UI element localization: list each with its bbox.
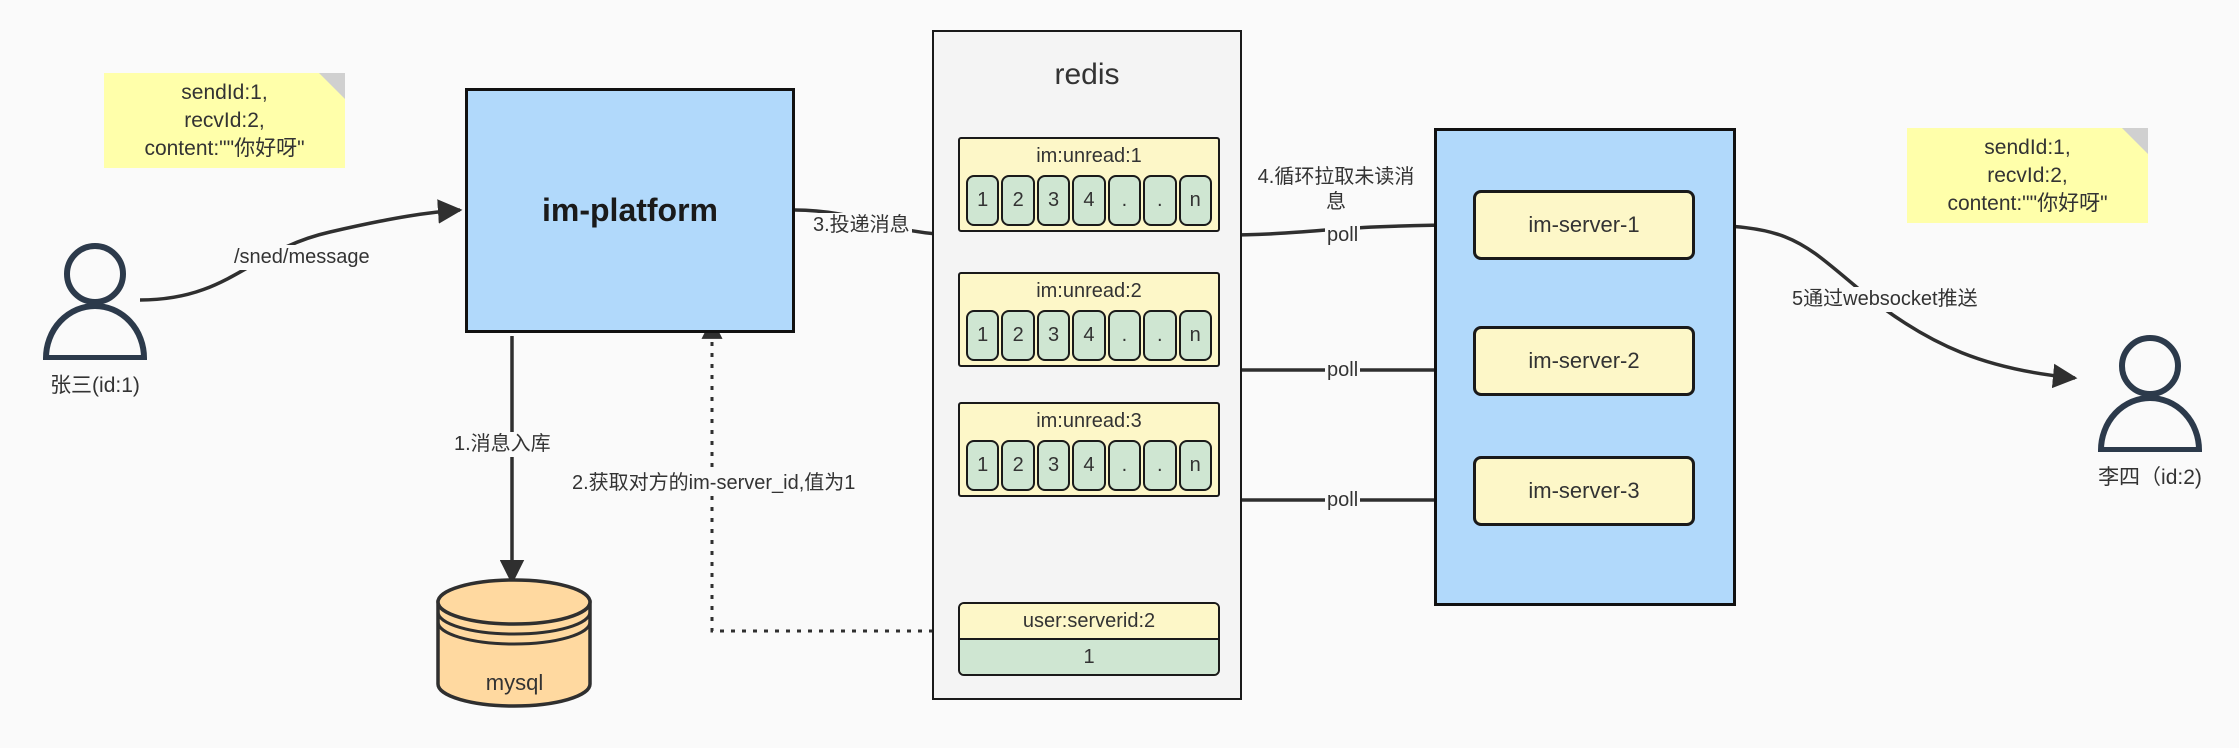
note-fold-icon bbox=[2122, 128, 2148, 154]
redis-queue-1-cells: 1 2 3 4 . . n bbox=[966, 175, 1212, 226]
im-server-3-node[interactable]: im-server-3 bbox=[1473, 456, 1695, 526]
database-cylinder-icon bbox=[436, 578, 592, 708]
actor-receiver: 李四（id:2) bbox=[2085, 330, 2215, 491]
queue-cell: n bbox=[1178, 175, 1212, 226]
redis-user-serverid[interactable]: user:serverid:2 1 bbox=[958, 602, 1220, 676]
queue-cell: 4 bbox=[1072, 310, 1106, 361]
im-server-2-node[interactable]: im-server-2 bbox=[1473, 326, 1695, 396]
im-platform-box[interactable]: im-platform bbox=[465, 88, 795, 333]
note-left: sendId:1, recvId:2, content:""你好呀" bbox=[104, 73, 345, 168]
note-fold-icon bbox=[319, 73, 345, 99]
edge-label-poll-3: poll bbox=[1325, 488, 1361, 513]
mysql-label: mysql bbox=[485, 670, 544, 695]
redis-container: redis im:unread:1 1 2 3 4 . . n im:unrea… bbox=[932, 30, 1242, 700]
queue-cell: . bbox=[1143, 175, 1177, 226]
redis-queue-3-key: im:unread:3 bbox=[1036, 410, 1142, 432]
edge-label-send-message: /sned/message bbox=[232, 245, 372, 270]
note-right-text: sendId:1, recvId:2, content:""你好呀" bbox=[1947, 135, 2108, 215]
user-icon bbox=[42, 243, 148, 361]
queue-cell: . bbox=[1107, 310, 1142, 361]
queue-cell: n bbox=[1178, 310, 1212, 361]
queue-cell: 4 bbox=[1072, 440, 1106, 491]
queue-cell: 2 bbox=[1001, 310, 1035, 361]
redis-queue-2-cells: 1 2 3 4 . . n bbox=[966, 310, 1212, 361]
queue-cell: 3 bbox=[1036, 440, 1071, 491]
redis-queue-3[interactable]: im:unread:3 1 2 3 4 . . n bbox=[958, 402, 1220, 497]
redis-kv-value: 1 bbox=[960, 640, 1218, 674]
actor-sender: 张三(id:1) bbox=[30, 238, 160, 399]
user-icon bbox=[2097, 335, 2203, 453]
redis-title: redis bbox=[1054, 58, 1120, 91]
queue-cell: 2 bbox=[1001, 440, 1035, 491]
im-platform-label: im-platform bbox=[542, 192, 718, 228]
queue-cell: . bbox=[1107, 440, 1142, 491]
redis-queue-3-cells: 1 2 3 4 . . n bbox=[966, 440, 1212, 491]
edge-label-step1: 1.消息入库 bbox=[452, 432, 553, 457]
mysql-database[interactable]: mysql bbox=[432, 578, 597, 708]
queue-cell: . bbox=[1107, 175, 1142, 226]
im-server-1-label: im-server-1 bbox=[1528, 212, 1640, 237]
note-right: sendId:1, recvId:2, content:""你好呀" bbox=[1907, 128, 2148, 223]
redis-queue-1[interactable]: im:unread:1 1 2 3 4 . . n bbox=[958, 137, 1220, 232]
redis-kv-key: user:serverid:2 bbox=[960, 604, 1218, 640]
edge-label-step5: 5通过websocket推送 bbox=[1790, 287, 1980, 312]
redis-queue-1-key: im:unread:1 bbox=[1036, 145, 1142, 167]
im-server-2-label: im-server-2 bbox=[1528, 348, 1640, 373]
actor-sender-label: 张三(id:1) bbox=[50, 374, 140, 397]
edge-label-step2: 2.获取对方的im-server_id,值为1 bbox=[570, 471, 858, 496]
queue-cell: 3 bbox=[1036, 175, 1071, 226]
queue-cell: . bbox=[1143, 440, 1177, 491]
note-left-text: sendId:1, recvId:2, content:""你好呀" bbox=[144, 80, 305, 160]
actor-receiver-label: 李四（id:2) bbox=[2098, 466, 2202, 489]
redis-queue-2-key: im:unread:2 bbox=[1036, 280, 1142, 302]
queue-cell: 1 bbox=[966, 175, 1000, 226]
queue-cell: n bbox=[1178, 440, 1212, 491]
queue-cell: 1 bbox=[966, 440, 1000, 491]
edge-label-poll-2: poll bbox=[1325, 358, 1361, 383]
redis-queue-2[interactable]: im:unread:2 1 2 3 4 . . n bbox=[958, 272, 1220, 367]
im-server-3-label: im-server-3 bbox=[1528, 478, 1640, 503]
edge-label-step4: 4.循环拉取未读消 息 bbox=[1254, 165, 1418, 215]
edge-label-step3: 3.投递消息 bbox=[811, 213, 912, 238]
im-server-1-node[interactable]: im-server-1 bbox=[1473, 190, 1695, 260]
edge-label-poll-1: poll bbox=[1325, 223, 1361, 248]
queue-cell: 3 bbox=[1036, 310, 1071, 361]
queue-cell: 1 bbox=[966, 310, 1000, 361]
queue-cell: 2 bbox=[1001, 175, 1035, 226]
queue-cell: 4 bbox=[1072, 175, 1106, 226]
queue-cell: . bbox=[1143, 310, 1177, 361]
